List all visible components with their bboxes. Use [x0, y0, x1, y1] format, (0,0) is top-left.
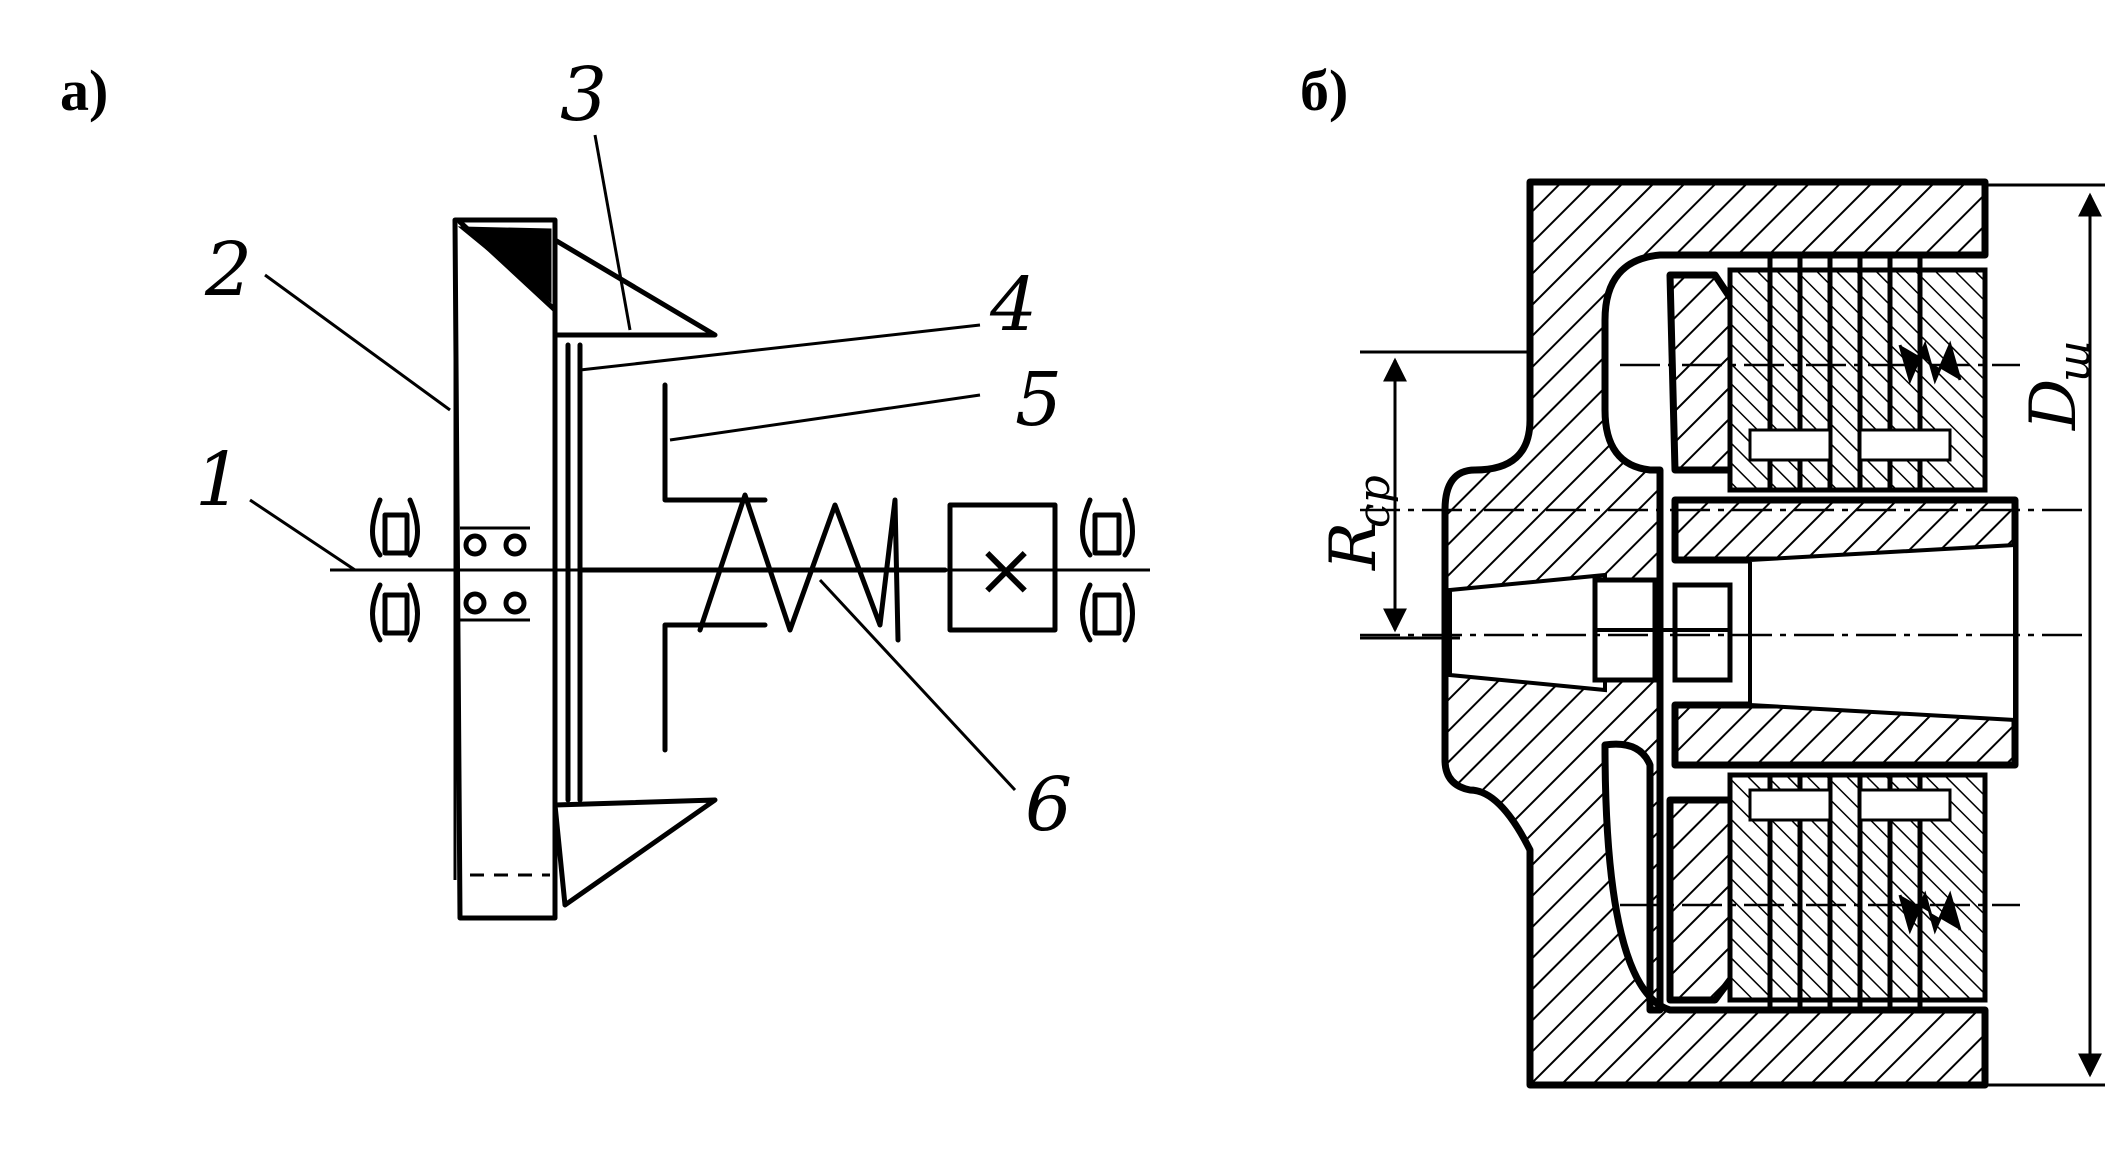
- dimension-dsh: D ш: [1985, 183, 2105, 1087]
- friction-pack-lower: [1727, 772, 1988, 1010]
- shaft-taper-bore: [1748, 542, 2017, 723]
- part-number-4: 4: [989, 262, 1037, 348]
- driven-hub-5: [662, 382, 768, 753]
- gear-box: ×: [947, 502, 1058, 633]
- dimension-dsh-label: D: [2017, 379, 2091, 431]
- left-bearing: [370, 497, 530, 643]
- right-bearing: [1080, 497, 1135, 643]
- dimension-dsh-subscript: ш: [2049, 340, 2100, 382]
- spring-6: [697, 492, 901, 643]
- gear-mark: ×: [975, 527, 1037, 613]
- part-number-2: 2: [204, 227, 252, 313]
- dimension-rcp-subscript: ср: [1349, 475, 1400, 528]
- part-number-3: 3: [560, 52, 607, 138]
- part-number-1: 1: [195, 437, 242, 523]
- part-number-5: 5: [1015, 357, 1062, 443]
- panel-b-label: б): [1300, 58, 1348, 123]
- hub-bore: [1448, 572, 1607, 693]
- dimension-rcp: R ср: [1317, 350, 1530, 640]
- clutch-housing: [1441, 178, 1989, 1089]
- panel-a-schematic: а) ×: [60, 52, 1150, 921]
- leader-lines: [249, 134, 1017, 792]
- panel-a-label: а): [60, 58, 108, 123]
- panel-b-section: б): [1300, 58, 2105, 1089]
- friction-disc-2: [452, 217, 558, 921]
- friction-pack-upper: [1727, 258, 1988, 493]
- dimension-rcp-label: R: [1317, 522, 1391, 571]
- part-number-6: 6: [1025, 762, 1072, 848]
- center-bolt: [1592, 577, 1733, 683]
